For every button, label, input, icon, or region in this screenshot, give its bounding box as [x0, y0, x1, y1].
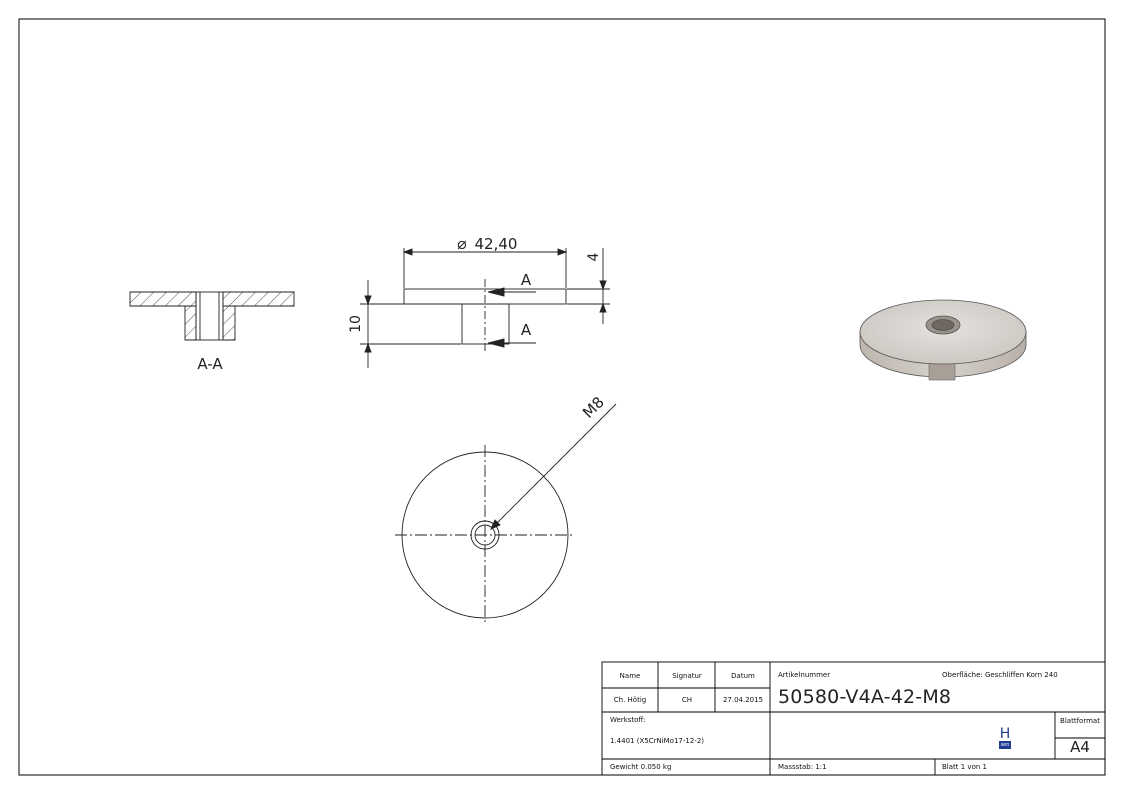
thread-dimension: M8 [579, 393, 608, 422]
top-view [395, 403, 617, 625]
header-signature: Signatur [672, 672, 702, 680]
section-hatch-body [129, 291, 295, 341]
company-logo: H sen [999, 727, 1011, 749]
sheet-format-label: Blattformat [1060, 717, 1100, 725]
sheet-format-value: A4 [1070, 738, 1090, 756]
value-signature: CH [681, 696, 693, 704]
material-label: Werkstoff: [610, 716, 646, 724]
diameter-dimension: 42,40 [475, 235, 518, 253]
section-view [129, 291, 295, 341]
isometric-render [859, 299, 1027, 381]
value-name: Ch. Hötig [613, 696, 647, 704]
height-dimension: 10 [348, 315, 364, 333]
header-date: Datum [731, 672, 755, 680]
section-label: A-A [197, 355, 223, 373]
thickness-dimension: 4 [586, 252, 602, 261]
value-date: 27.04.2015 [722, 696, 764, 704]
cut-label-bottom: A [521, 321, 532, 339]
article-label: Artikelnummer [778, 671, 831, 679]
weight: Gewicht 0.050 kg [610, 763, 672, 771]
sheet-border [18, 18, 1106, 776]
section-bore [195, 291, 224, 341]
side-view [360, 248, 610, 368]
company-logo-sub: sen [999, 742, 1011, 749]
title-block-grid [601, 661, 1106, 776]
diameter-symbol: ⌀ [457, 234, 467, 253]
header-name: Name [619, 672, 641, 680]
sheet-number: Blatt 1 von 1 [942, 763, 987, 771]
cut-label-top: A [521, 271, 532, 289]
company-logo-letter: H [999, 726, 1011, 742]
surface-finish: Oberfläche: Geschliffen Korn 240 [942, 671, 1058, 679]
article-number: 50580-V4A-42-M8 [778, 686, 952, 708]
material-value: 1.4401 (X5CrNiMo17-12-2) [610, 737, 705, 745]
scale: Massstab: 1:1 [778, 763, 827, 771]
